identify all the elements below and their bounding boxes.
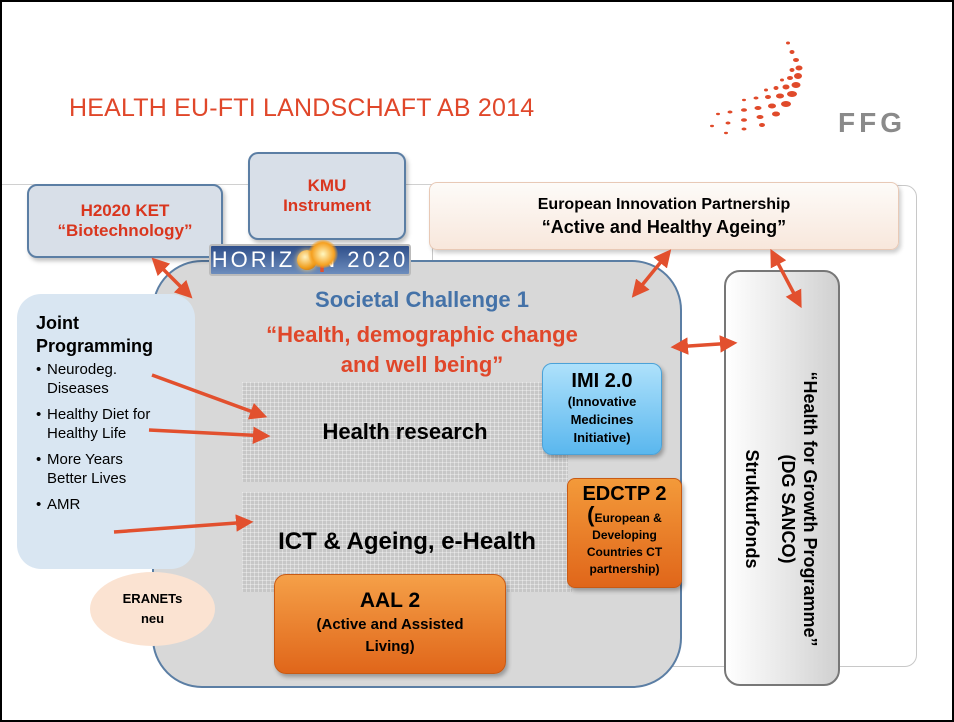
arrow-eip-challenge xyxy=(631,249,672,298)
edctp-line4: partnership) xyxy=(589,562,660,576)
slide-title: HEALTH EU-FTI LANDSCHAFT AB 2014 xyxy=(69,94,535,122)
arrow-amr xyxy=(113,514,254,534)
edctp-line1: European & xyxy=(594,511,662,525)
ket-line1: H2020 KET xyxy=(80,201,170,220)
list-item: Neurodeg. Diseases xyxy=(36,360,195,398)
item-line2: Healthy Life xyxy=(47,425,127,442)
kmu-line1: KMU xyxy=(307,176,347,195)
eranets-badge: ERANETs neu xyxy=(90,572,215,646)
ffg-dots-logo-icon: FFG xyxy=(710,41,906,138)
eranets-line1: ERANETs xyxy=(122,591,183,606)
imi-line3: Initiative) xyxy=(573,430,631,445)
eip-line1: European Innovation Partnership xyxy=(537,196,791,213)
horizon-left-text: HORIZ xyxy=(211,247,296,272)
item-line2: Better Lives xyxy=(47,470,127,487)
eranets-line2: neu xyxy=(140,611,165,626)
societal-challenge-line2: “Health, demographic change xyxy=(266,322,578,347)
societal-challenge-subtitle: “Health, demographic change and well bei… xyxy=(232,320,612,380)
imi-line2: Medicines xyxy=(570,412,634,427)
eip-box: European Innovation Partnership “Active … xyxy=(429,182,899,250)
arrow-ket-challenge xyxy=(151,257,193,299)
imi-box: IMI 2.0 (Innovative Medicines Initiative… xyxy=(542,363,662,455)
edctp-box: EDCTP 2 (European & Developing Countries… xyxy=(567,478,682,588)
item-line1: More Years xyxy=(47,451,123,468)
joint-title-line1: Joint xyxy=(36,313,79,333)
h2020-ket-biotech-box: H2020 KET “Biotechnology” xyxy=(27,184,223,258)
societal-challenge-line3: and well being” xyxy=(340,352,504,377)
item-line1: AMR xyxy=(47,496,81,513)
item-line1: Healthy Diet for xyxy=(47,406,151,423)
ffg-logo-text: FFG xyxy=(838,107,906,138)
societal-challenge-heading: Societal Challenge 1 xyxy=(315,287,529,312)
kmu-line2: Instrument xyxy=(283,196,371,215)
aal-line2: Living) xyxy=(365,638,415,655)
edctp-paren: ( xyxy=(587,502,595,527)
joint-programming-title: Joint Programming xyxy=(36,312,195,358)
eip-line2: “Active and Healthy Ageing” xyxy=(541,217,787,237)
aal-box: AAL 2 (Active and Assisted Living) xyxy=(274,574,506,674)
health-for-growth-box: “Health for Growth Programme” (DG SANCO)… xyxy=(724,270,840,686)
item-line2: Diseases xyxy=(47,380,109,397)
kmu-instrument-box: KMU Instrument xyxy=(248,152,406,240)
ffg-logo: FFG xyxy=(700,40,910,158)
edctp-line3: Countries CT xyxy=(586,545,663,559)
imi-line1: (Innovative xyxy=(567,394,637,409)
arrow-healthydiet xyxy=(148,426,271,445)
joint-programming-list: Neurodeg.Diseases Healthy Diet forHealth… xyxy=(36,360,195,514)
health-research-box: Health research xyxy=(242,382,568,482)
imi-title: IMI 2.0 xyxy=(571,370,633,392)
joint-title-line2: Programming xyxy=(36,336,154,356)
joint-programming-box: Joint Programming Neurodeg. Diseases Heal… xyxy=(17,294,195,569)
list-item: AMR xyxy=(36,495,195,514)
aal-title: AAL 2 xyxy=(359,589,421,612)
horizon-sun-icon xyxy=(308,240,338,268)
aal-line1: (Active and Assisted xyxy=(316,616,464,633)
arrow-eip-growth xyxy=(770,248,802,309)
arrow-neurodeg xyxy=(151,373,268,420)
ket-line2: “Biotechnology” xyxy=(57,221,193,240)
item-line1: Neurodeg. xyxy=(47,361,118,378)
arrow-challenge-growth xyxy=(670,335,738,355)
edctp-line2: Developing xyxy=(592,528,657,542)
edctp-title: EDCTP 2 xyxy=(582,483,667,505)
